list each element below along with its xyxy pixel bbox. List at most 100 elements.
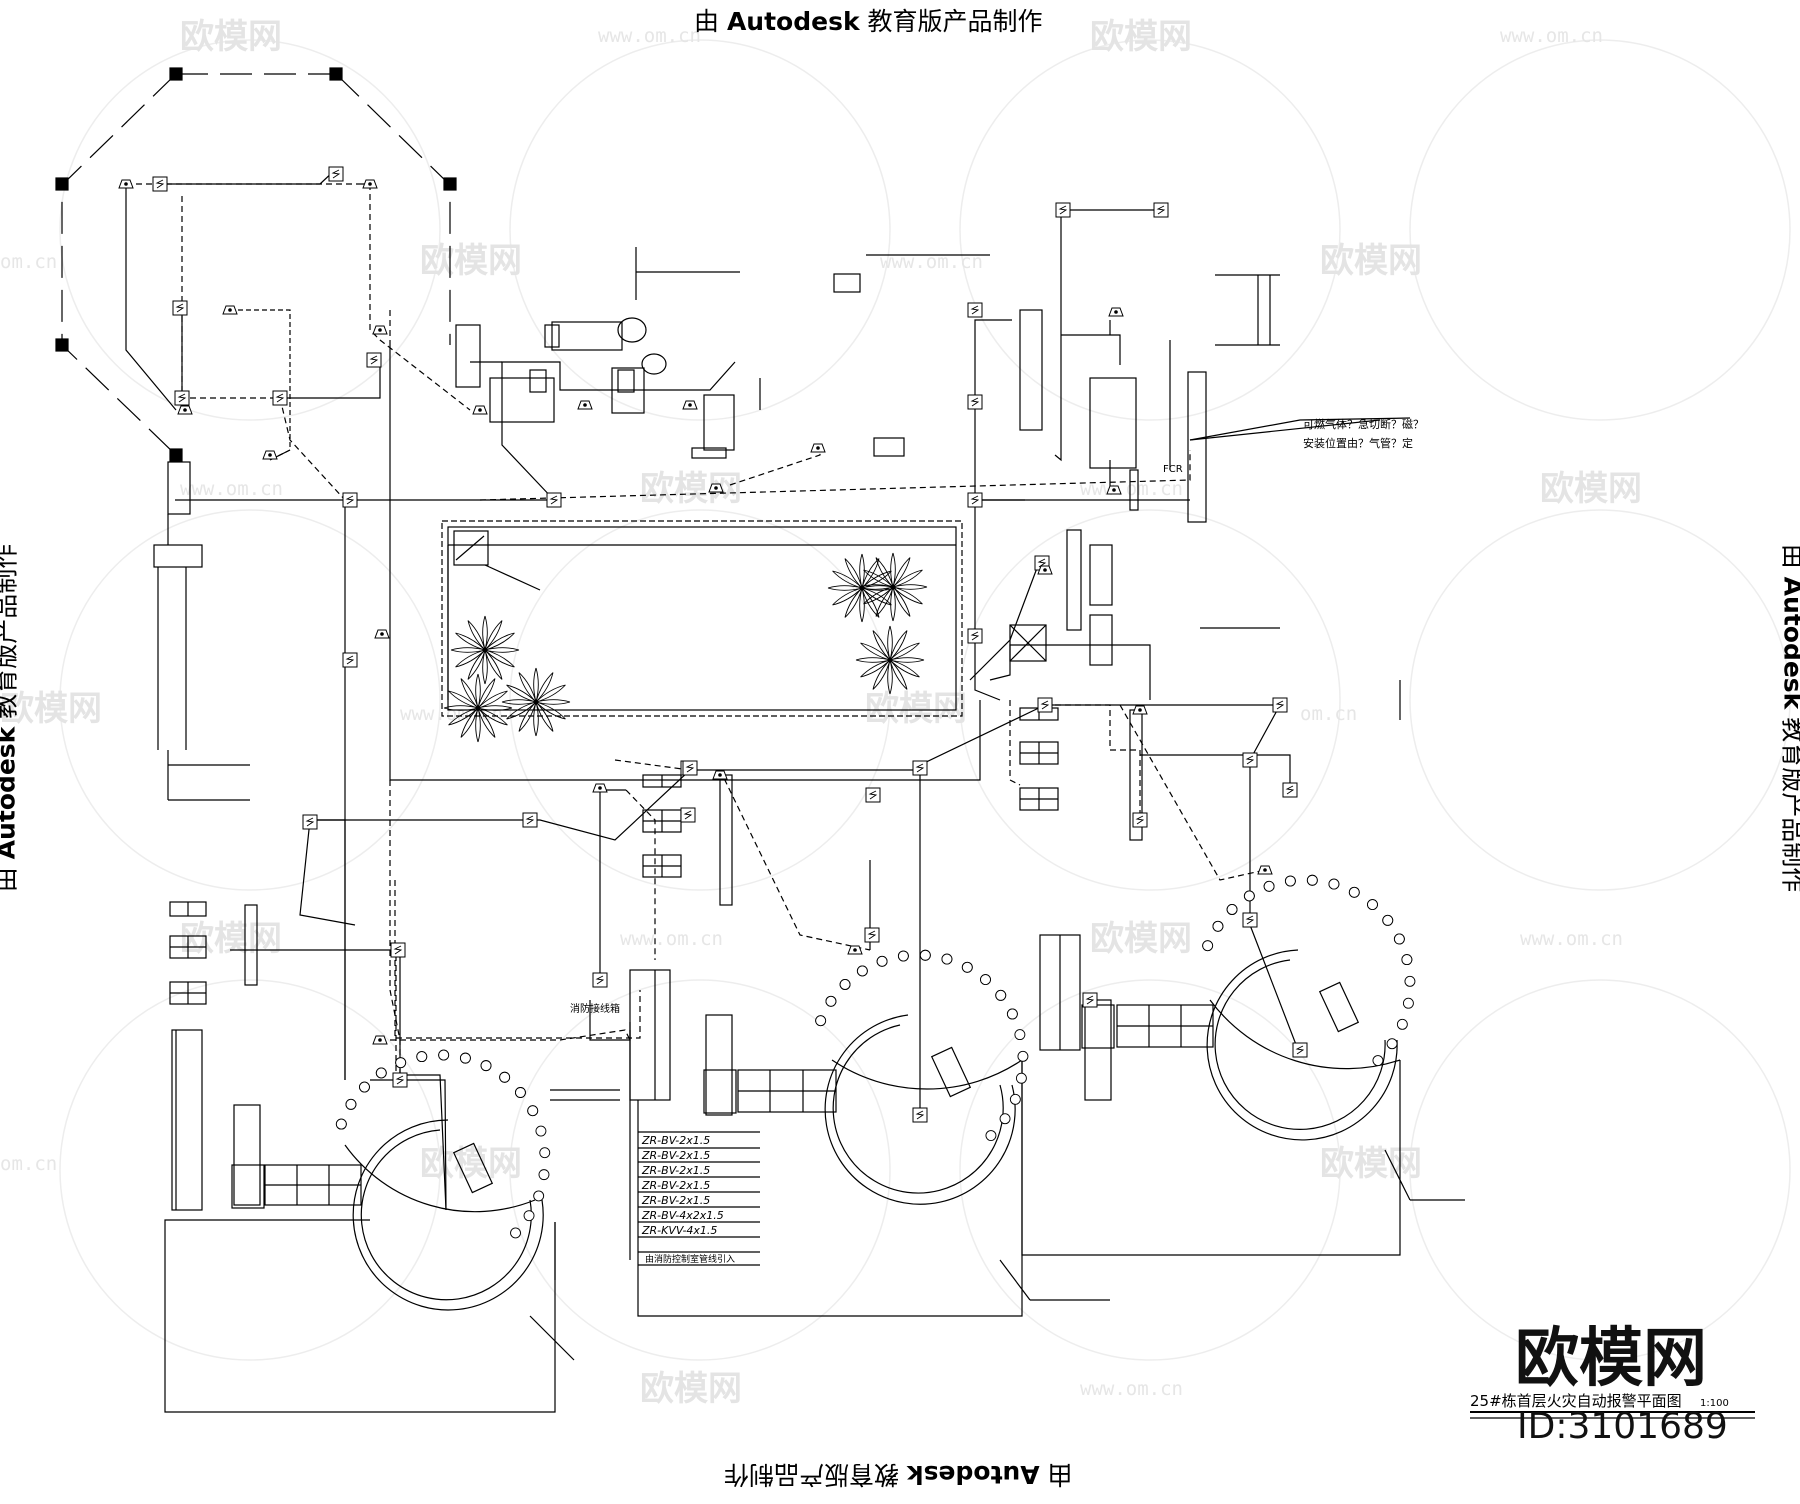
input-module	[172, 300, 188, 316]
input-module	[174, 390, 190, 406]
input-module	[1282, 782, 1298, 798]
watermark-url: www.om.cn	[1500, 25, 1603, 47]
smoke-detector	[362, 179, 378, 189]
palm-plant	[858, 552, 928, 622]
input-module	[592, 972, 608, 988]
cable-spec: ZR-BV-2x1.5	[641, 1164, 710, 1177]
cable-table-lines	[629, 1022, 760, 1266]
input-module	[967, 394, 983, 410]
watermark-url: www.om.cn	[1080, 478, 1183, 500]
watermark-logo: 欧模网	[0, 689, 102, 729]
drawing-labels: 可燃气体？急切断？磁？ 安装位置由？气管？定 消防接线箱 FCR ZR-BV-2…	[570, 417, 1729, 1410]
input-module	[1153, 202, 1169, 218]
cable-spec: ZR-BV-2x1.5	[641, 1179, 710, 1192]
input-module	[680, 807, 696, 823]
tile-grids	[169, 707, 1059, 1005]
smoke-detector	[262, 450, 278, 460]
smoke-detector	[374, 629, 390, 639]
cable-spec: ZR-KVV-4x1.5	[641, 1224, 717, 1237]
input-module	[546, 492, 562, 508]
seat-row	[1202, 874, 1416, 1066]
smoke-detector	[1132, 705, 1148, 715]
input-module	[390, 942, 406, 958]
cable-spec: ZR-BV-2x1.5	[641, 1149, 710, 1162]
alarm-devices	[118, 166, 1308, 1123]
watermark-url: www.om.cn	[598, 25, 701, 47]
input-module	[1242, 752, 1258, 768]
counter-tiles	[264, 1004, 1214, 1206]
smoke-detector	[1106, 485, 1122, 495]
watermark-url: om.cn	[0, 1153, 57, 1175]
input-module	[366, 352, 382, 368]
watermark-logo: 欧模网	[1090, 17, 1192, 57]
site-branding: 欧模网 ID:3101689	[1515, 1322, 1728, 1447]
input-module	[1132, 812, 1148, 828]
input-module	[967, 628, 983, 644]
watermark-logo: 欧模网	[1540, 469, 1642, 509]
watermark-url: www.om.cn	[880, 251, 983, 273]
smoke-detector	[682, 400, 698, 410]
brand-logo: 欧模网	[1515, 1322, 1707, 1396]
smoke-detector	[577, 400, 593, 410]
edition-stamp-right: 由 Autodesk 教育版产品制作	[1778, 544, 1800, 893]
input-module	[864, 927, 880, 943]
smoke-detector	[810, 443, 826, 453]
smoke-detector	[118, 179, 134, 189]
input-module	[392, 1072, 408, 1088]
curved-seating	[352, 949, 1398, 1311]
gas-note-line1: 可燃气体？急切断？磁？	[1303, 417, 1424, 431]
input-module	[1292, 1042, 1308, 1058]
palm-plant	[443, 673, 513, 743]
input-module	[1242, 912, 1258, 928]
drawing-scale: 1:100	[1700, 1398, 1729, 1409]
input-module	[342, 652, 358, 668]
smoke-detector	[847, 945, 863, 955]
wiring-and-walls	[55, 67, 1755, 1419]
edition-stamp-bottom: 由 Autodesk 教育版产品制作	[724, 1460, 1073, 1489]
input-module	[1272, 697, 1288, 713]
input-module	[272, 390, 288, 406]
seat-row	[815, 949, 1029, 1141]
input-module	[967, 302, 983, 318]
smoke-detector	[1257, 865, 1273, 875]
input-module	[342, 492, 358, 508]
smoke-detector	[712, 770, 728, 780]
edition-stamp-top: 由 Autodesk 教育版产品制作	[694, 7, 1043, 36]
planting	[335, 552, 1416, 1239]
fcr-label: FCR	[1163, 464, 1183, 475]
watermark-logo: 欧模网	[640, 469, 742, 509]
palm-plant	[855, 625, 925, 695]
smoke-detector	[372, 1035, 388, 1045]
watermark-logo: 欧模网	[1320, 241, 1422, 281]
input-module	[912, 1107, 928, 1123]
watermark-urls: www.om.cn www.om.cn om.cn www.om.cn www.…	[0, 25, 1623, 1400]
input-module	[967, 492, 983, 508]
watermark-url: www.om.cn	[1080, 1378, 1183, 1400]
smoke-detector	[472, 405, 488, 415]
input-module	[152, 176, 168, 192]
watermark-url: www.om.cn	[620, 928, 723, 950]
watermark-url: www.om.cn	[180, 478, 283, 500]
input-module	[1082, 992, 1098, 1008]
watermark-logo: 欧模网	[1090, 919, 1192, 959]
seat-row	[335, 1049, 551, 1239]
palm-plant	[501, 667, 571, 737]
smoke-detector	[708, 483, 724, 493]
watermark-arcs	[59, 39, 1791, 1361]
gas-note-line2: 安装位置由？气管？定	[1303, 436, 1413, 450]
watermark-logo: 欧模网	[180, 919, 282, 959]
input-module	[1055, 202, 1071, 218]
cabinets	[171, 709, 1143, 1211]
smoke-detector	[372, 325, 388, 335]
watermark-url: om.cn	[0, 251, 57, 273]
palm-plant	[450, 615, 520, 685]
cable-spec: ZR-BV-2x1.5	[641, 1194, 710, 1207]
drawing-title: 25#栋首层火灾自动报警平面图	[1470, 1392, 1682, 1410]
watermark-url: om.cn	[1300, 703, 1357, 725]
pump-box-label: 消防接线箱	[570, 1002, 620, 1015]
input-module	[522, 812, 538, 828]
smoke-detector	[1108, 307, 1124, 317]
smoke-detector	[177, 405, 193, 415]
